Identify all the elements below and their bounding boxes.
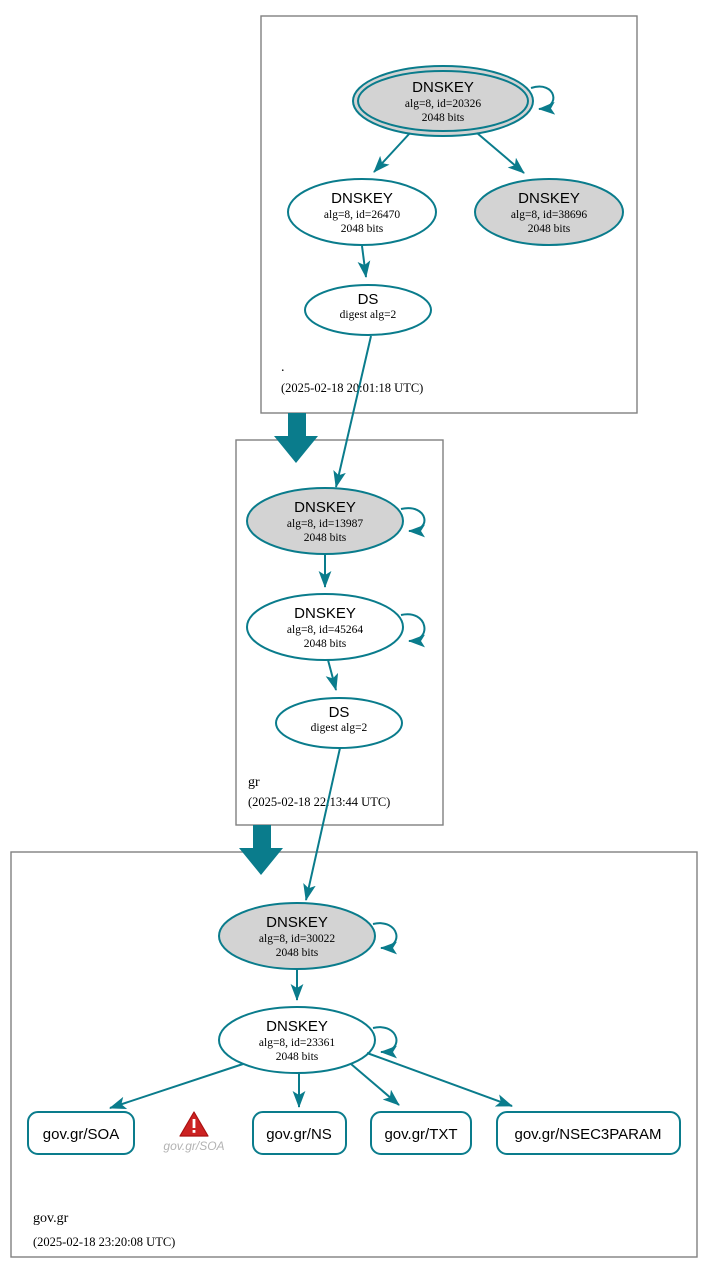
zone-label-gr: gr: [248, 775, 260, 790]
node-label-size: 2048 bits: [422, 112, 465, 124]
node-dnskey-23361[interactable]: DNSKEY alg=8, id=23361 2048 bits: [218, 1006, 376, 1074]
zone-timestamp-govgr: (2025-02-18 23:20:08 UTC): [33, 1235, 175, 1249]
node-dnskey-30022[interactable]: DNSKEY alg=8, id=30022 2048 bits: [218, 902, 376, 970]
node-outer-ellipse: [352, 65, 534, 137]
sign-edge-23361-to-txt: [350, 1063, 400, 1106]
rrset-box: [252, 1111, 347, 1155]
node-ellipse: [287, 178, 437, 246]
rrset-label: gov.gr/NSEC3PARAM: [515, 1126, 662, 1143]
node-label-kind: DNSKEY: [518, 190, 580, 207]
node-label-size: 2048 bits: [304, 638, 347, 650]
node-label-digest: digest alg=2: [340, 309, 397, 321]
node-label-size: 2048 bits: [528, 223, 571, 235]
delegation-arrow-root-to-gr: [274, 413, 318, 463]
node-ellipse: [218, 1006, 376, 1074]
node-label-kind: DNSKEY: [294, 499, 356, 516]
node-ellipse: [218, 902, 376, 970]
sign-edge-20326-to-38696: [476, 132, 525, 174]
node-label-kind: DS: [329, 704, 350, 721]
node-label-size: 2048 bits: [276, 1051, 319, 1063]
node-dnskey-45264[interactable]: DNSKEY alg=8, id=45264 2048 bits: [246, 593, 404, 661]
selfsign-edge-23361: [372, 1026, 398, 1059]
node-label-size: 2048 bits: [341, 223, 384, 235]
warning-label: gov.gr/SOA: [163, 1139, 224, 1153]
node-ellipse: [246, 487, 404, 555]
node-ds-gr[interactable]: DS digest alg=2: [275, 697, 403, 749]
sign-edge-23361-to-nsec3param: [366, 1052, 513, 1107]
selfsign-edge-45264: [400, 613, 426, 648]
node-ds-root[interactable]: DS digest alg=2: [304, 284, 432, 336]
rrset-label: gov.gr/SOA: [43, 1126, 119, 1143]
rrset-label: gov.gr/NS: [266, 1126, 332, 1143]
node-label-alg-id: alg=8, id=20326: [405, 98, 481, 110]
selfsign-edge-13987: [400, 507, 426, 538]
node-label-alg-id: alg=8, id=45264: [287, 624, 363, 636]
node-dnskey-20326[interactable]: DNSKEY alg=8, id=20326 2048 bits: [352, 65, 534, 137]
node-label-alg-id: alg=8, id=23361: [259, 1037, 335, 1049]
sign-edge-20326-to-26470: [373, 132, 411, 173]
node-label-kind: DNSKEY: [266, 914, 328, 931]
zone-timestamp-gr: (2025-02-18 22:13:44 UTC): [248, 795, 390, 809]
warning-gov-gr-soa[interactable]: gov.gr/SOA: [163, 1111, 225, 1153]
node-dnskey-13987[interactable]: DNSKEY alg=8, id=13987 2048 bits: [246, 487, 404, 555]
node-label-kind: DNSKEY: [331, 190, 393, 207]
zone-timestamp-root: (2025-02-18 20:01:18 UTC): [281, 381, 423, 395]
node-label-kind: DNSKEY: [294, 605, 356, 622]
node-ellipse: [246, 593, 404, 661]
warning-triangle-icon: [179, 1111, 209, 1137]
rrset-gov-gr-nsec3param[interactable]: gov.gr/NSEC3PARAM: [496, 1111, 681, 1155]
node-label-alg-id: alg=8, id=26470: [324, 209, 400, 221]
rrset-gov-gr-ns[interactable]: gov.gr/NS: [252, 1111, 347, 1155]
ds-edge-root-to-gr-13987: [333, 335, 372, 488]
node-label-size: 2048 bits: [304, 532, 347, 544]
node-ellipse: [304, 284, 432, 336]
sign-edge-45264-to-ds: [325, 659, 339, 691]
zone-box-root: [260, 15, 638, 414]
rrset-box: [370, 1111, 472, 1155]
selfsign-edge-30022: [372, 922, 398, 955]
node-label-alg-id: alg=8, id=38696: [511, 209, 587, 221]
rrset-gov-gr-txt[interactable]: gov.gr/TXT: [370, 1111, 472, 1155]
rrset-label: gov.gr/TXT: [384, 1126, 457, 1143]
node-label-alg-id: alg=8, id=13987: [287, 518, 363, 530]
node-label-size: 2048 bits: [276, 947, 319, 959]
selfsign-edge-20326: [530, 85, 556, 115]
zone-box-gr: [235, 439, 444, 826]
node-label-digest: digest alg=2: [311, 722, 368, 734]
delegation-arrow-gr-to-govgr: [239, 825, 283, 875]
rrset-box: [496, 1111, 681, 1155]
rrset-gov-gr-soa[interactable]: gov.gr/SOA: [27, 1111, 135, 1155]
rrset-box: [27, 1111, 135, 1155]
node-inner-ellipse: [357, 70, 529, 132]
zone-label-root: .: [281, 360, 285, 375]
sign-edge-23361-to-soa: [109, 1063, 244, 1110]
node-label-kind: DS: [358, 291, 379, 308]
node-label-kind: DNSKEY: [266, 1018, 328, 1035]
node-label-kind: DNSKEY: [412, 79, 474, 96]
node-dnskey-38696[interactable]: DNSKEY alg=8, id=38696 2048 bits: [474, 178, 624, 246]
sign-edge-26470-to-ds: [357, 245, 371, 278]
node-dnskey-26470[interactable]: DNSKEY alg=8, id=26470 2048 bits: [287, 178, 437, 246]
zone-box-govgr: [10, 851, 698, 1258]
node-label-alg-id: alg=8, id=30022: [259, 933, 335, 945]
node-ellipse: [474, 178, 624, 246]
ds-edge-gr-to-govgr-30022: [303, 747, 341, 901]
zone-label-govgr: gov.gr: [33, 1211, 69, 1226]
